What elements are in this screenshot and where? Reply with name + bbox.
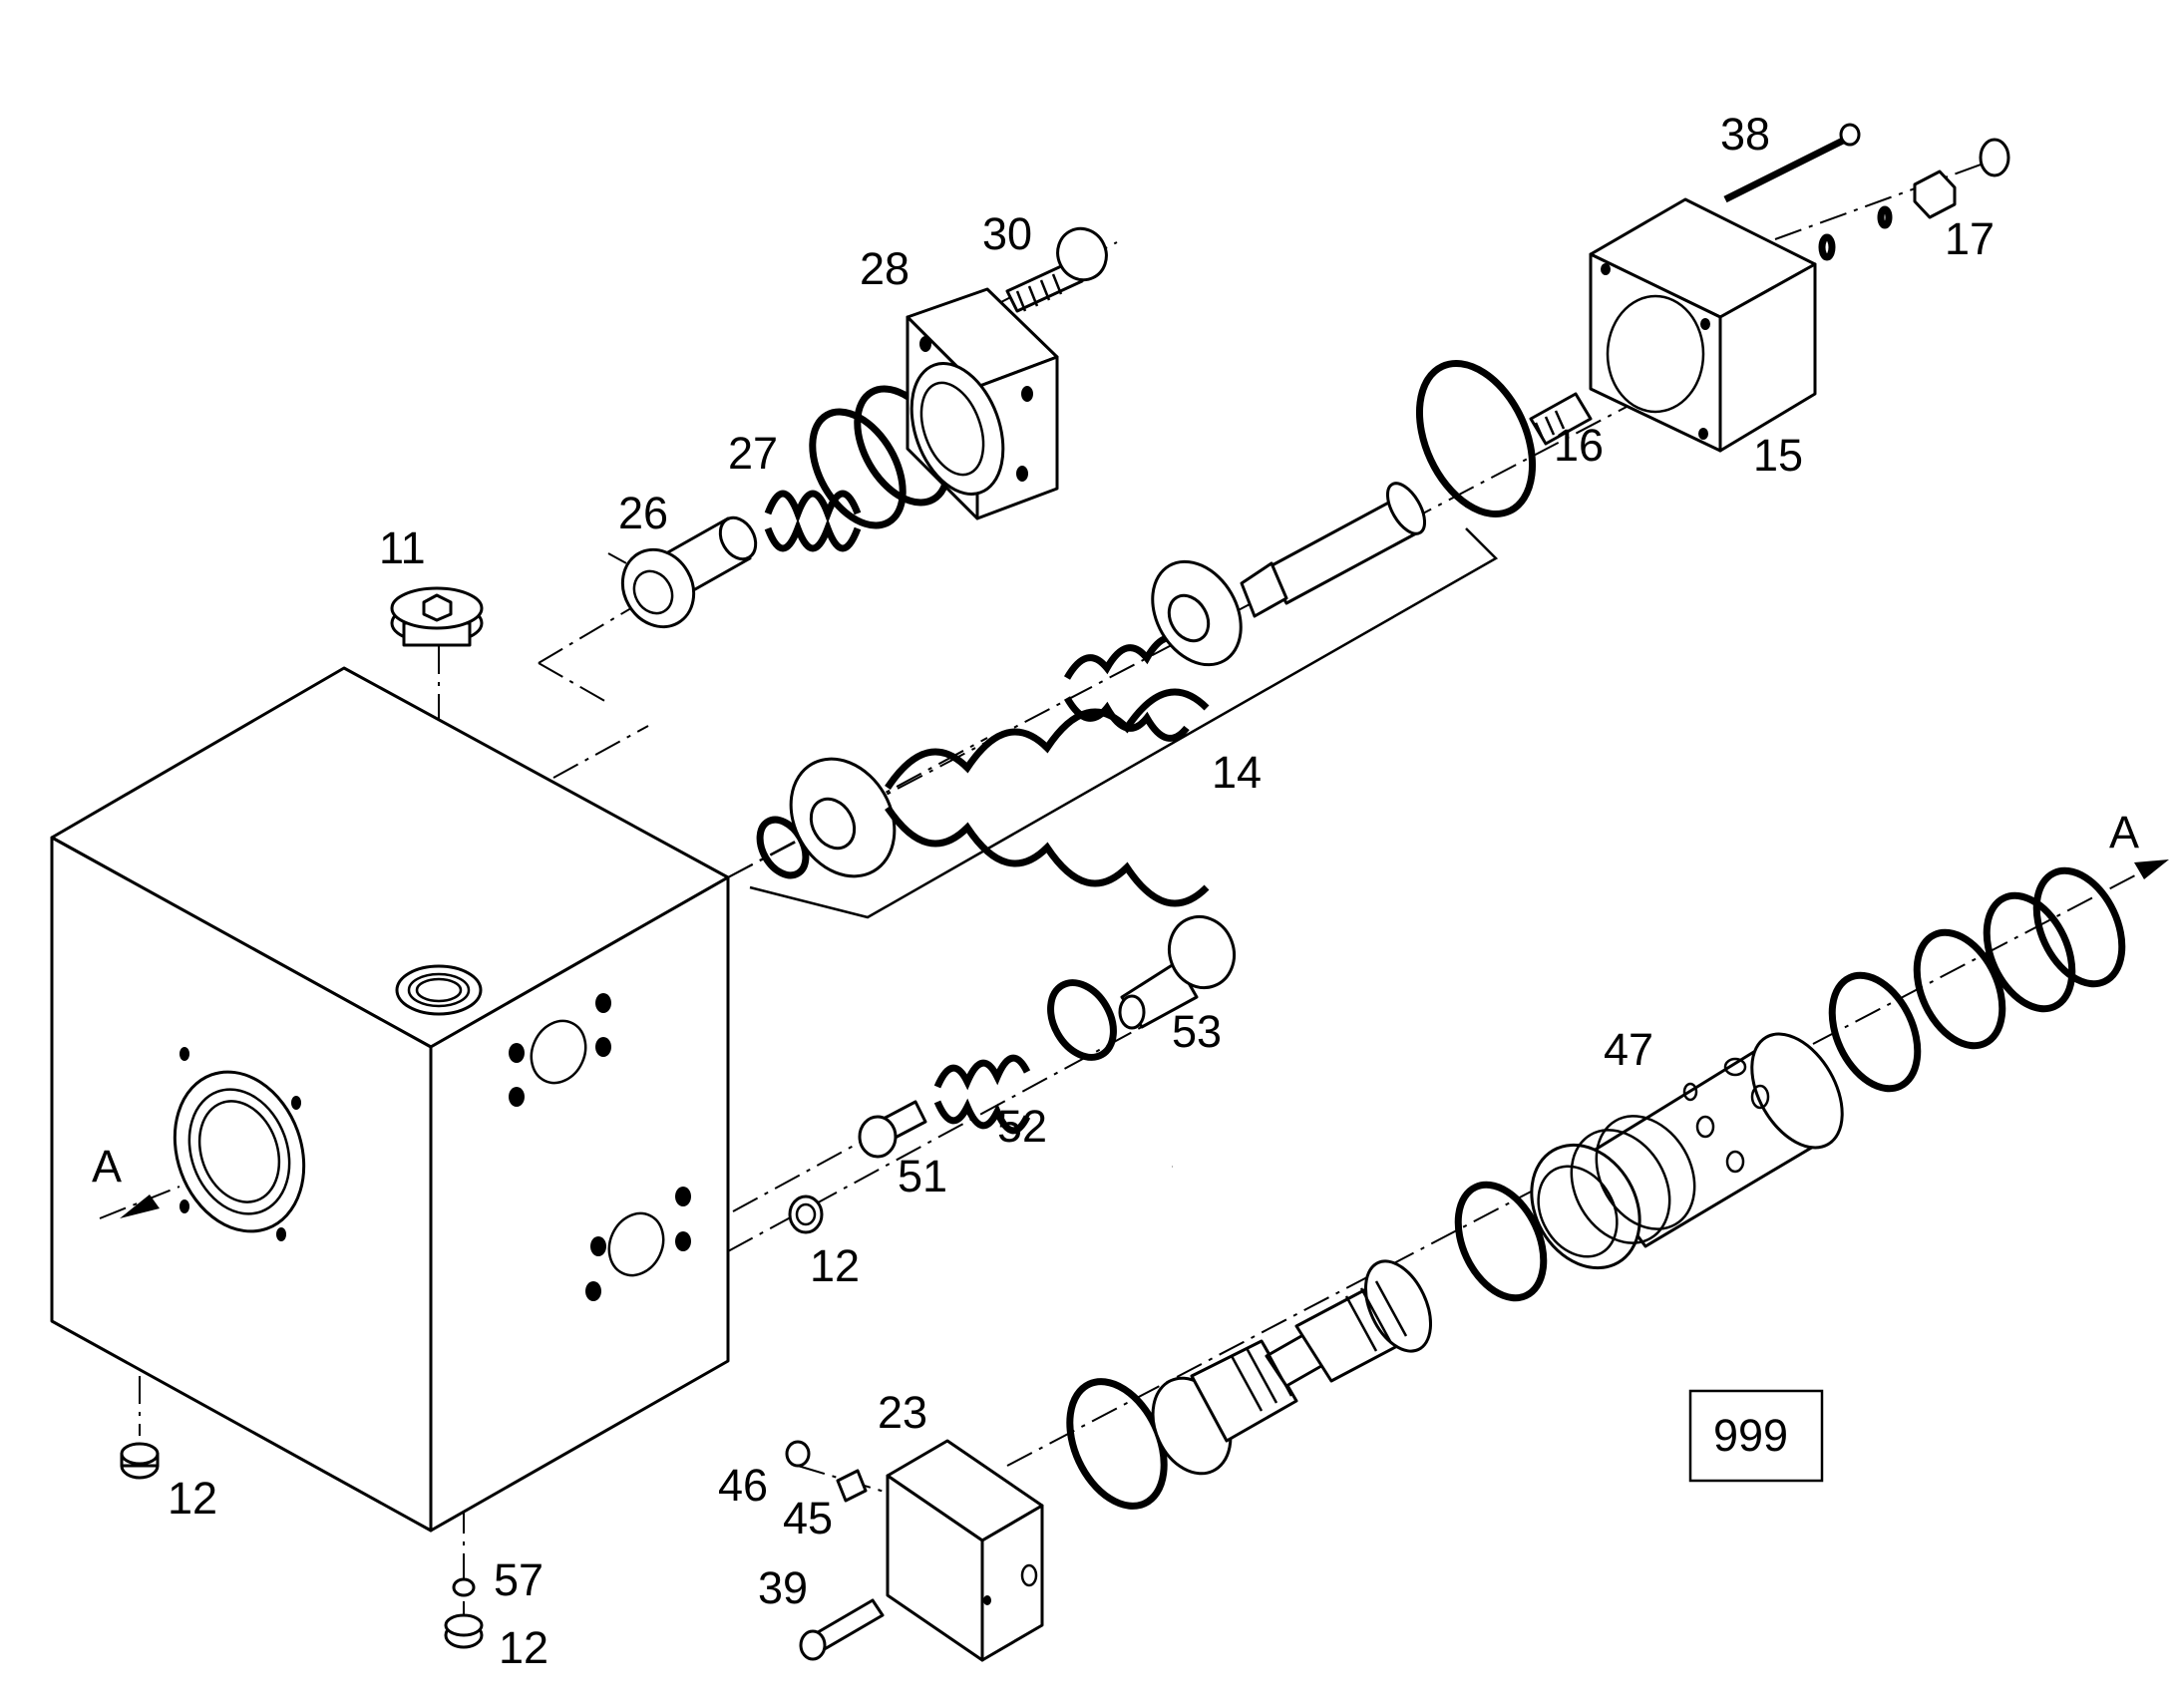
plug-53	[1118, 914, 1236, 1030]
callout-45: 45	[783, 1493, 833, 1543]
callout-14: 14	[1212, 747, 1262, 798]
screws-46-45-39	[785, 1440, 885, 1661]
callout-51: 51	[898, 1151, 947, 1201]
callout-28: 28	[860, 243, 909, 294]
callout-labels: 11 26 27 28 30 38 17 16 15 14 53 52 51 4…	[92, 109, 2139, 1673]
valve-assembly-14	[749, 482, 1499, 919]
callout-46: 46	[718, 1460, 768, 1511]
flange-28	[906, 287, 1059, 520]
callout-15: 15	[1753, 430, 1803, 481]
o-ring-53	[1047, 979, 1117, 1061]
reference-box: 999	[1688, 1389, 1824, 1483]
arrow-label-right: A	[2109, 807, 2139, 857]
housing-block	[50, 666, 730, 1533]
flow-arrows	[99, 859, 2169, 1219]
bottom-plugs	[120, 1442, 484, 1649]
callout-27: 27	[728, 428, 778, 479]
piston-26	[620, 515, 758, 629]
arrow-right-head	[2134, 859, 2169, 879]
callout-39: 39	[758, 1562, 808, 1613]
arrow-left-head	[120, 1195, 160, 1218]
callout-17: 17	[1945, 213, 1995, 264]
callout-47: 47	[1604, 1024, 1653, 1075]
callout-30: 30	[982, 208, 1032, 259]
callout-12-middle: 12	[810, 1240, 860, 1291]
callout-12-left: 12	[168, 1473, 217, 1524]
cap-15	[1589, 197, 1817, 453]
callout-52: 52	[997, 1101, 1047, 1152]
callout-53: 53	[1172, 1006, 1222, 1057]
callout-23: 23	[878, 1387, 927, 1438]
cartridge-47	[1530, 1032, 1844, 1270]
callout-38: 38	[1720, 109, 1770, 160]
spring-52	[933, 1054, 1031, 1135]
plug-12-middle	[788, 1195, 824, 1234]
spring-27	[764, 490, 862, 552]
poppet-51	[858, 1100, 927, 1159]
callout-26: 26	[618, 488, 668, 538]
callout-16: 16	[1554, 420, 1604, 471]
cover-23	[886, 1439, 1044, 1662]
screw-38	[1723, 123, 1861, 203]
o-ring-16	[1415, 359, 1537, 518]
fitting-17	[1818, 138, 2010, 261]
arrow-label-left: A	[92, 1141, 122, 1192]
pilot-16	[1529, 392, 1593, 446]
callout-12-bottom: 12	[499, 1622, 548, 1673]
plug-11	[390, 586, 484, 647]
bolt-30	[1005, 226, 1108, 313]
reference-box-label: 999	[1713, 1410, 1788, 1461]
callout-11: 11	[379, 522, 426, 573]
spool	[1151, 1259, 1432, 1476]
callout-57: 57	[494, 1554, 544, 1605]
